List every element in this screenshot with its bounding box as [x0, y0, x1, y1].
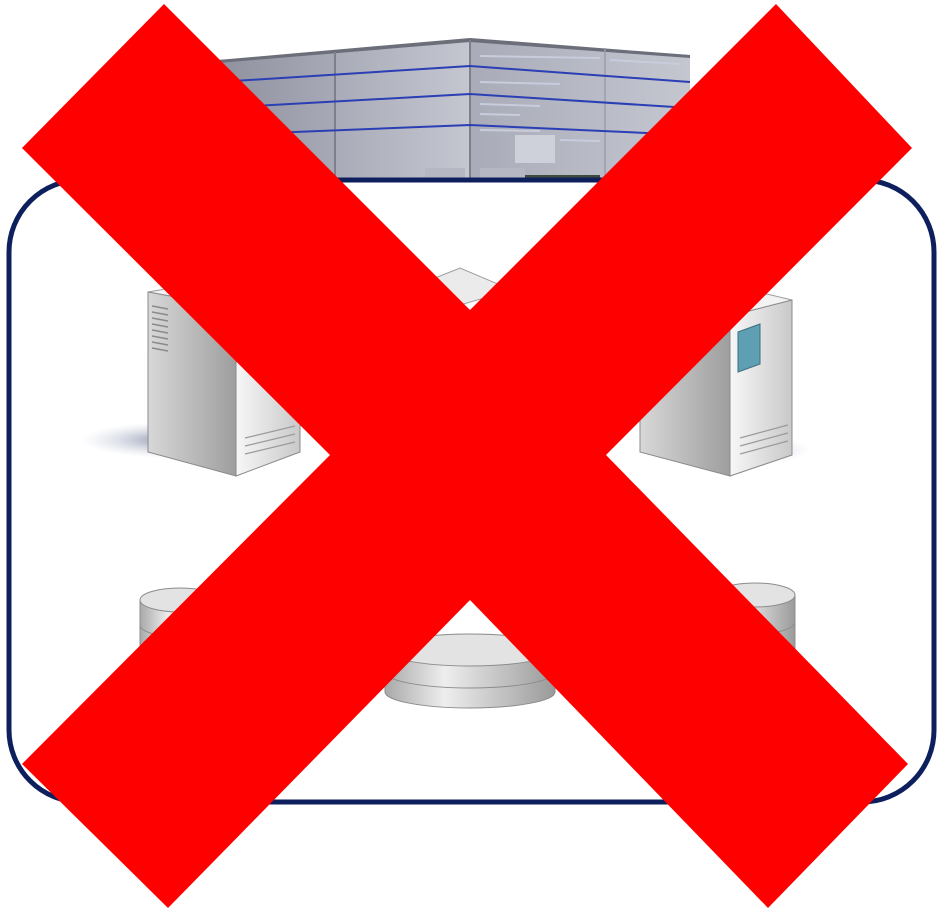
server-right-window: [738, 324, 760, 372]
building-wall-middle: [335, 40, 470, 190]
server-right-front: [730, 300, 792, 476]
building-door: [515, 135, 555, 163]
